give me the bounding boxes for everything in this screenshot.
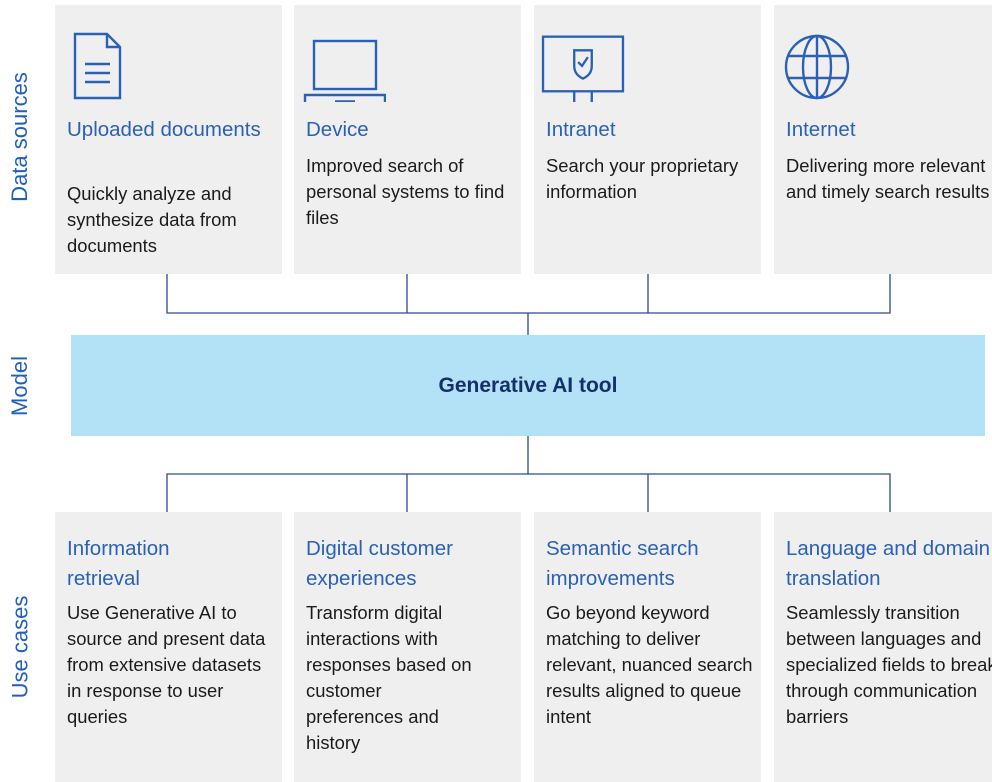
source-title: Device xyxy=(306,118,369,141)
use-case-card-language-and-domain-translation: Language and domain translation Seamless… xyxy=(774,512,992,782)
use-case-card-digital-customer-experiences: Digital customer experiences Transform d… xyxy=(294,512,521,782)
source-card-intranet: Intranet Search your proprietary informa… xyxy=(534,5,761,274)
globe-icon xyxy=(782,24,856,102)
use-case-title: Semantic search improvements xyxy=(546,537,699,590)
source-title: Internet xyxy=(786,118,856,141)
generative-ai-tool-bar: Generative AI tool xyxy=(71,335,985,436)
source-card-internet: Internet Delivering more relevant and ti… xyxy=(774,5,992,274)
monitor-shield-icon xyxy=(538,24,625,109)
use-case-title: Language and domain translation xyxy=(786,537,991,590)
use-cases-label: Use cases xyxy=(7,595,32,699)
use-case-description: Seamlessly transition between languages … xyxy=(786,602,992,727)
source-card-device: Device Improved search of personal syste… xyxy=(294,5,521,274)
source-description: Improved search of personal systems to f… xyxy=(306,155,505,228)
use-case-title: Digital customer experiences xyxy=(306,537,453,590)
laptop-icon xyxy=(302,24,387,110)
source-title: Intranet xyxy=(546,118,616,141)
source-description: Search your proprietary information xyxy=(546,155,739,202)
use-case-description: Go beyond keyword matching to deliver re… xyxy=(546,602,753,727)
document-icon xyxy=(65,24,139,102)
use-case-title: Information retrieval xyxy=(67,537,170,590)
source-description: Delivering more relevant and timely sear… xyxy=(786,155,990,202)
source-title: Uploaded documents xyxy=(67,118,261,141)
model-label-text: Generative AI tool xyxy=(438,373,618,397)
source-card-uploaded-documents: Uploaded documents Quickly analyze and s… xyxy=(55,5,282,274)
use-case-card-semantic-search-improvements: Semantic search improvements Go beyond k… xyxy=(534,512,761,782)
use-case-card-information-retrieval: Information retrieval Use Generative AI … xyxy=(55,512,282,782)
source-description: Quickly analyze and synthesize data from… xyxy=(67,183,237,256)
use-case-description: Transform digital interactions with resp… xyxy=(306,602,472,753)
data-sources-label: Data sources xyxy=(7,72,32,202)
use-case-description: Use Generative AI to source and present … xyxy=(67,602,266,727)
model-label: Model xyxy=(7,355,33,416)
